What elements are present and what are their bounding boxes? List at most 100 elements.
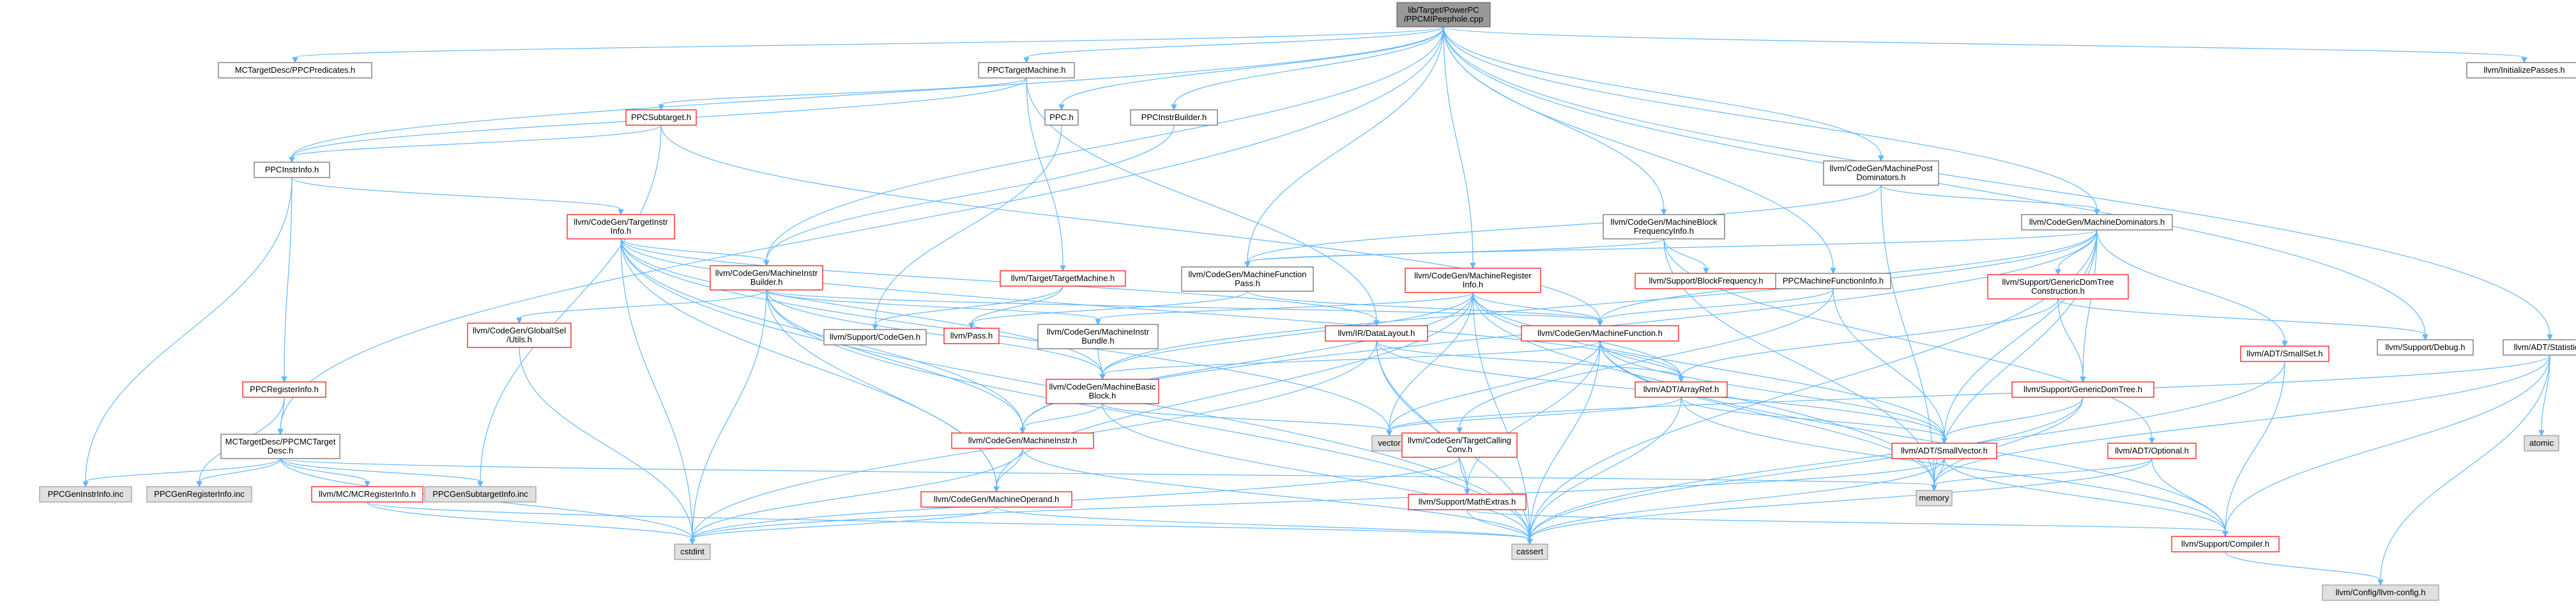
node-ppcpred[interactable]: MCTargetDesc/PPCPredicates.h xyxy=(218,62,372,79)
node-blockfreq[interactable]: llvm/Support/BlockFrequency.h xyxy=(1635,273,1778,289)
edge-datalayout-to-arrayref xyxy=(1376,340,1684,383)
node-datalayout[interactable]: llvm/IR/DataLayout.h xyxy=(1325,325,1428,342)
edge-smallset-to-compiler xyxy=(2222,361,2285,538)
edge-target_tm-to-supcg xyxy=(872,285,1063,331)
node-layer: lib/Target/PowerPC/PPCMIPeephole.cppMCTa… xyxy=(39,2,2576,601)
node-label: llvm/MC/MCRegisterInfo.h xyxy=(319,489,416,499)
node-gisel[interactable]: llvm/CodeGen/GlobalISel/Utils.h xyxy=(467,323,572,348)
node-box xyxy=(1916,490,1953,506)
node-label: PPC.h xyxy=(1049,112,1074,122)
node-atomic[interactable]: atomic xyxy=(2524,435,2559,452)
node-ppctm[interactable]: PPCTargetMachine.h xyxy=(978,62,1075,79)
node-supcg[interactable]: llvm/Support/CodeGen.h xyxy=(823,329,927,346)
node-llvmconfig[interactable]: llvm/Config/llvm-config.h xyxy=(2322,584,2439,601)
node-reginc[interactable]: PPCGenRegisterInfo.inc xyxy=(146,486,252,503)
edge-ppch-to-supcg xyxy=(872,125,1062,331)
node-box xyxy=(2171,536,2280,552)
node-box xyxy=(1408,494,1527,510)
node-ppcreginfo[interactable]: PPCRegisterInfo.h xyxy=(242,381,326,398)
node-mf[interactable]: llvm/CodeGen/MachineFunction.h xyxy=(1521,325,1679,342)
node-box xyxy=(2524,435,2559,452)
node-label: llvm/CodeGen/MachineInstr xyxy=(1047,327,1150,337)
edge-optional-to-compiler xyxy=(2151,458,2229,538)
node-gdtc[interactable]: llvm/Support/GenericDomTreeConstruction.… xyxy=(1987,274,2129,300)
node-initpasses[interactable]: llvm/InitializePasses.h xyxy=(2466,62,2576,79)
node-label: Info.h xyxy=(1463,280,1484,289)
node-label: PPCMachineFunctionInfo.h xyxy=(1783,276,1884,285)
edge-root-to-ppcmfi xyxy=(1443,26,1836,275)
node-cassert[interactable]: cassert xyxy=(1511,543,1548,560)
node-box xyxy=(424,486,537,503)
edge-ppcib-to-mib xyxy=(763,125,1175,267)
node-label: llvm/IR/DataLayout.h xyxy=(1338,328,1415,338)
node-ppch[interactable]: PPC.h xyxy=(1044,109,1079,126)
node-box xyxy=(2240,346,2329,362)
node-mathextras[interactable]: llvm/Support/MathExtras.h xyxy=(1408,494,1527,510)
node-arrayref[interactable]: llvm/ADT/ArrayRef.h xyxy=(1635,381,1728,398)
edge-mf-to-compiler xyxy=(1599,340,2229,538)
node-box xyxy=(467,323,572,348)
edge-mib-to-mi xyxy=(766,289,1026,434)
edge-ppctm-to-target_tm xyxy=(1026,77,1066,272)
node-label: llvm/Support/MathExtras.h xyxy=(1419,497,1516,506)
node-target_tm[interactable]: llvm/Target/TargetMachine.h xyxy=(1000,270,1126,287)
edge-mdt-to-mfpass xyxy=(1244,229,2098,268)
edge-tcc-to-mathextras xyxy=(1459,457,1470,496)
node-ppcsub[interactable]: PPCSubtarget.h xyxy=(625,109,697,126)
node-box xyxy=(951,432,1094,449)
node-pass[interactable]: llvm/Pass.h xyxy=(943,328,1000,344)
node-statistic[interactable]: llvm/ADT/Statistic.h xyxy=(2503,339,2576,356)
node-smallset[interactable]: llvm/ADT/SmallSet.h xyxy=(2240,346,2329,362)
node-label: llvm/Support/GenericDomTree xyxy=(2002,277,2114,287)
node-box xyxy=(1823,160,1939,186)
node-label: PPCGenRegisterInfo.inc xyxy=(154,489,245,499)
node-label: llvm/CodeGen/MachineFunction xyxy=(1189,270,1307,279)
node-label: /Utils.h xyxy=(507,335,532,344)
node-optional[interactable]: llvm/ADT/Optional.h xyxy=(2107,443,2197,459)
node-box xyxy=(674,543,711,560)
node-cstdint[interactable]: cstdint xyxy=(674,543,711,560)
node-box xyxy=(254,162,330,178)
edge-root-to-mfpass xyxy=(1244,26,1444,268)
node-label: llvm/ADT/ArrayRef.h xyxy=(1643,384,1719,394)
node-box xyxy=(1037,324,1159,349)
node-label: llvm/CodeGen/MachineOperand.h xyxy=(934,494,1060,504)
node-root[interactable]: lib/Target/PowerPC/PPCMIPeephole.cpp xyxy=(1396,2,1491,27)
node-ppcmfi[interactable]: PPCMachineFunctionInfo.h xyxy=(1775,273,1891,289)
node-memory[interactable]: memory xyxy=(1916,490,1953,506)
edge-gdtc-to-debug xyxy=(2057,298,2428,341)
node-box xyxy=(1775,273,1891,289)
edge-mdt-to-smallset xyxy=(2096,229,2288,347)
node-label: Block.h xyxy=(1089,391,1117,400)
node-gdt[interactable]: llvm/Support/GenericDomTree.h xyxy=(2011,381,2154,398)
node-ppcib[interactable]: PPCInstrBuilder.h xyxy=(1130,109,1218,126)
node-box xyxy=(1044,109,1079,126)
node-label: llvm/CodeGen/MachineFunction.h xyxy=(1537,328,1663,338)
node-box xyxy=(1325,325,1428,342)
node-debug[interactable]: llvm/Support/Debug.h xyxy=(2377,339,2474,356)
edge-mctd-to-reginc xyxy=(196,458,281,488)
node-instrinc[interactable]: PPCGenInstrInfo.inc xyxy=(39,486,132,503)
node-vector[interactable]: vector xyxy=(1371,435,1407,452)
edge-mdt-to-mbb xyxy=(1099,229,2098,381)
node-mi[interactable]: llvm/CodeGen/MachineInstr.h xyxy=(951,432,1094,449)
node-mo[interactable]: llvm/CodeGen/MachineOperand.h xyxy=(920,491,1072,508)
node-mdt[interactable]: llvm/CodeGen/MachineDominators.h xyxy=(2021,214,2173,231)
node-ppcinstrinfo[interactable]: PPCInstrInfo.h xyxy=(254,162,330,178)
node-subinc[interactable]: PPCGenSubtargetInfo.inc xyxy=(424,486,537,503)
node-label: llvm/CodeGen/TargetInstr xyxy=(574,217,668,227)
node-mcreg[interactable]: llvm/MC/MCRegisterInfo.h xyxy=(311,486,423,503)
node-smallvec[interactable]: llvm/ADT/SmallVector.h xyxy=(1891,443,1997,459)
node-compiler[interactable]: llvm/Support/Compiler.h xyxy=(2171,536,2280,552)
